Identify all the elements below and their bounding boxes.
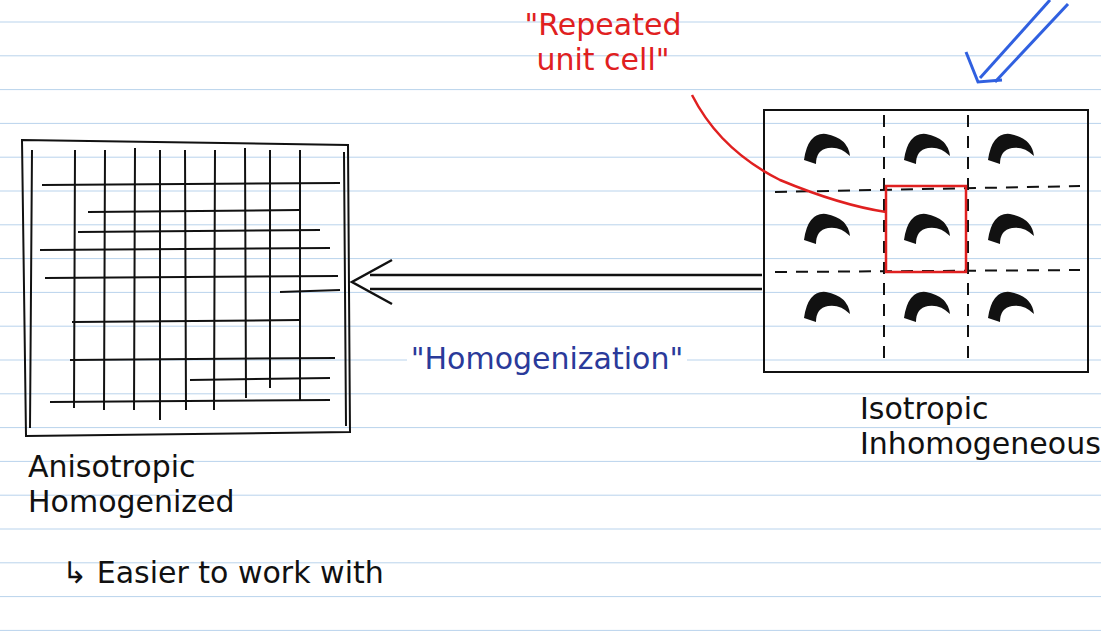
homogenization-arrow [352,260,762,304]
inclusion [988,134,1034,164]
unit-cell-frame [886,186,966,272]
leader-line [692,95,886,212]
inclusion [804,214,850,244]
edge-label: "Homogenization" [407,342,688,377]
inclusion [904,134,950,164]
homogenized-box: Anisotropic Homogenized [22,140,350,436]
pointer-arrow [966,0,1068,82]
inhomogeneous-cells [764,110,1088,372]
inclusion [804,292,850,322]
inclusion [904,214,950,244]
homogenized-grid [22,140,350,436]
material-label: Isotropic Inhomogeneous [860,392,1090,461]
note: ↳ Easier to work with [62,556,422,591]
inclusion [988,292,1034,322]
material-label: Anisotropic Homogenized [28,450,348,519]
callout-label: "Repeated unit cell" [518,8,688,77]
inclusion [804,134,850,164]
inhomogeneous-box: Isotropic Inhomogeneous [764,110,1088,372]
inclusion [904,292,950,322]
inclusion [988,214,1034,244]
